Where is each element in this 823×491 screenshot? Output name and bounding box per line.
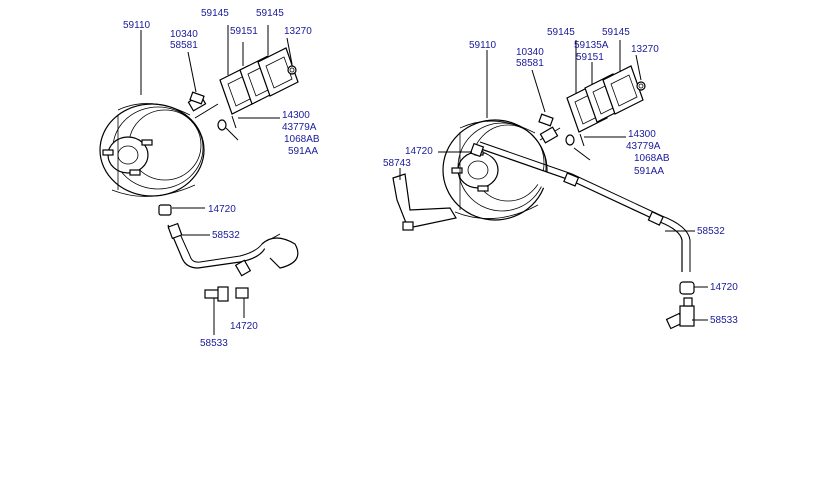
left-brake-booster xyxy=(99,103,205,197)
left-check-valve xyxy=(189,91,205,105)
left-label-spacer: 59151 xyxy=(230,26,258,37)
left-label-bolt: 10340 xyxy=(170,29,198,40)
left-label-hose: 58532 xyxy=(212,230,240,241)
right-label-gasket-c: 59135A xyxy=(574,40,609,51)
left-clevis-pin xyxy=(231,115,237,129)
right-label-bracket: 58743 xyxy=(383,158,411,169)
left-label-pin-b: 1068AB xyxy=(284,134,320,145)
right-leader-lines xyxy=(399,40,708,321)
left-vacuum-hose xyxy=(158,204,299,277)
right-label-clip-end: 14720 xyxy=(710,282,738,293)
right-fitting xyxy=(665,297,695,330)
left-label-clip-bottom: 14720 xyxy=(230,321,258,332)
right-vacuum-hose xyxy=(469,141,691,272)
left-washer xyxy=(217,119,227,131)
right-label-gasket-b: 59145 xyxy=(602,27,630,38)
left-leader-lines xyxy=(140,25,293,335)
right-label-fitting: 58533 xyxy=(710,315,738,326)
right-label-bolt: 10340 xyxy=(516,47,544,58)
right-push-rod xyxy=(539,126,561,144)
left-label-clevis: 14300 xyxy=(282,110,310,121)
left-label-fitting: 58533 xyxy=(200,338,228,349)
right-end-clip xyxy=(679,281,695,295)
right-label-clevis: 14300 xyxy=(628,129,656,140)
left-gasket-pack xyxy=(219,47,299,115)
right-label-clip-left: 14720 xyxy=(405,146,433,157)
right-label-nut: 13270 xyxy=(631,44,659,55)
right-label-pin-b: 1068AB xyxy=(634,153,670,164)
right-nut xyxy=(636,81,646,91)
left-label-booster: 59110 xyxy=(123,20,151,31)
right-label-booster: 59110 xyxy=(469,40,497,51)
right-label-pin-a: 43779A xyxy=(626,141,661,152)
right-gasket-pack xyxy=(566,65,644,133)
left-label-pin-a: 43779A xyxy=(282,122,317,133)
right-assembly: 59110 10340 58581 59145 59135A 59151 591… xyxy=(383,27,738,330)
left-label-gasket-b: 59145 xyxy=(256,8,284,19)
left-label-nut: 13270 xyxy=(284,26,312,37)
right-label-gasket-a: 59145 xyxy=(547,27,575,38)
right-label-pin-c: 591AA xyxy=(634,166,664,177)
left-label-gasket-a: 59145 xyxy=(201,8,229,19)
right-check-valve xyxy=(538,113,554,127)
right-clevis-pin xyxy=(579,133,585,147)
left-label-clip-top: 14720 xyxy=(208,204,236,215)
left-label-pin-c: 591AA xyxy=(288,146,318,157)
right-washer xyxy=(565,134,575,146)
left-assembly: 59110 10340 58581 59145 59145 59151 1327… xyxy=(99,8,320,349)
left-nut xyxy=(287,65,297,75)
right-label-hose: 58532 xyxy=(697,226,725,237)
right-bracket xyxy=(392,173,457,231)
left-fitting xyxy=(204,286,249,302)
right-label-check-valve: 58581 xyxy=(516,58,544,69)
right-label-spacer: 59151 xyxy=(576,52,604,63)
left-label-check-valve: 58581 xyxy=(170,40,198,51)
